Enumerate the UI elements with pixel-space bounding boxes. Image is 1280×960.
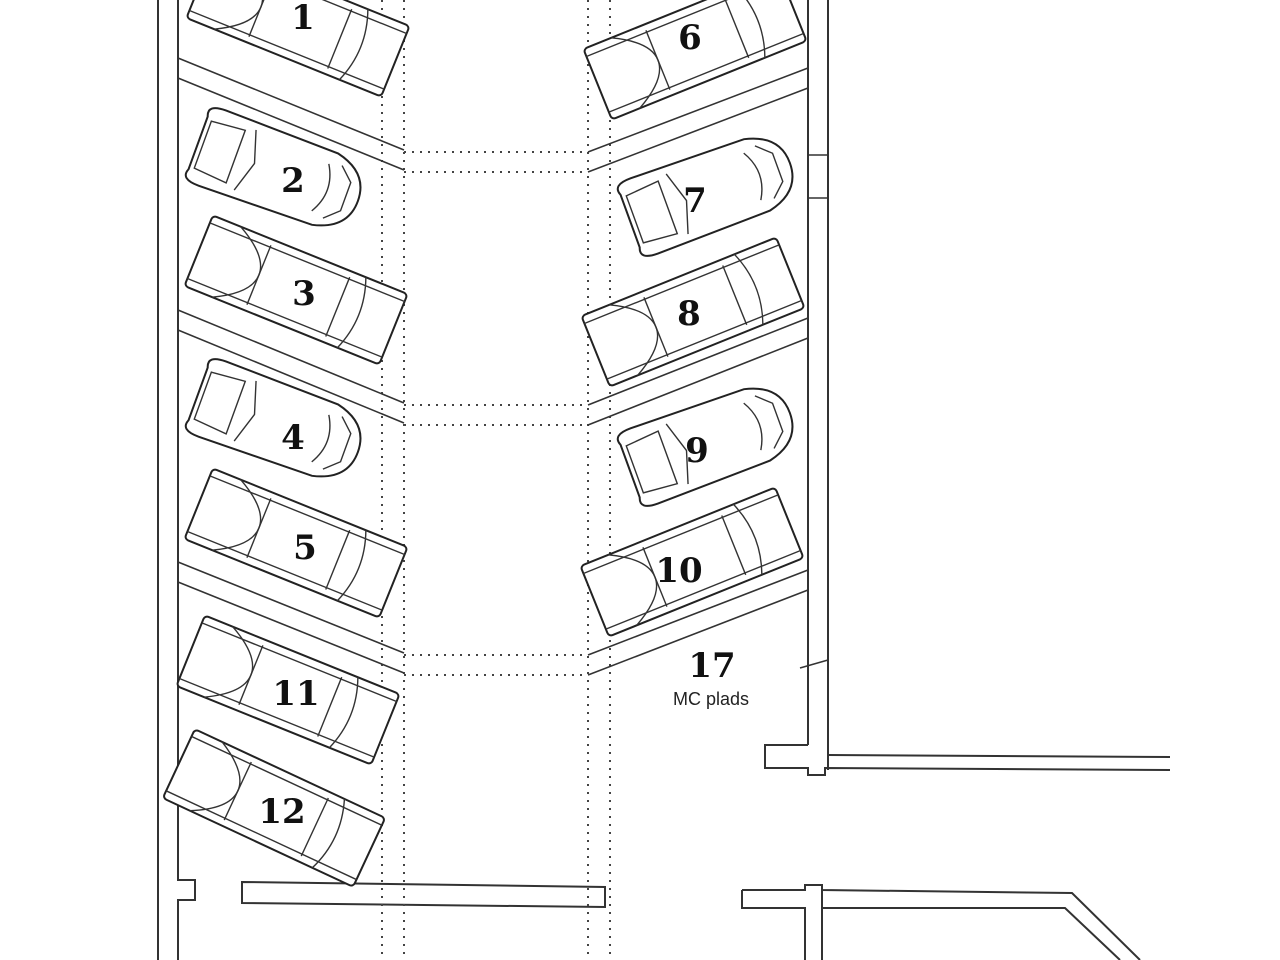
space-5[interactable]: 5 xyxy=(293,528,317,568)
space-6[interactable]: 6 xyxy=(678,18,702,58)
space-3[interactable]: 3 xyxy=(292,274,316,314)
space-4[interactable]: 4 xyxy=(281,418,305,458)
space-9[interactable]: 9 xyxy=(685,431,709,471)
mc-space-label: MC plads xyxy=(673,689,749,709)
outer-walls xyxy=(157,0,1171,960)
space-1[interactable]: 1 xyxy=(291,0,315,38)
space-10[interactable]: 10 xyxy=(655,551,702,591)
space-12[interactable]: 12 xyxy=(258,792,305,832)
aisle-lines xyxy=(381,0,611,960)
cars xyxy=(161,0,808,888)
space-numbers: 1 2 3 4 5 6 7 8 9 10 11 12 17 MC plads xyxy=(258,0,749,832)
space-8[interactable]: 8 xyxy=(677,294,701,334)
space-17[interactable]: 17 xyxy=(688,646,735,686)
bay-dividers xyxy=(177,57,809,676)
space-11[interactable]: 11 xyxy=(272,674,319,714)
space-2[interactable]: 2 xyxy=(281,161,305,201)
space-7[interactable]: 7 xyxy=(683,181,707,221)
